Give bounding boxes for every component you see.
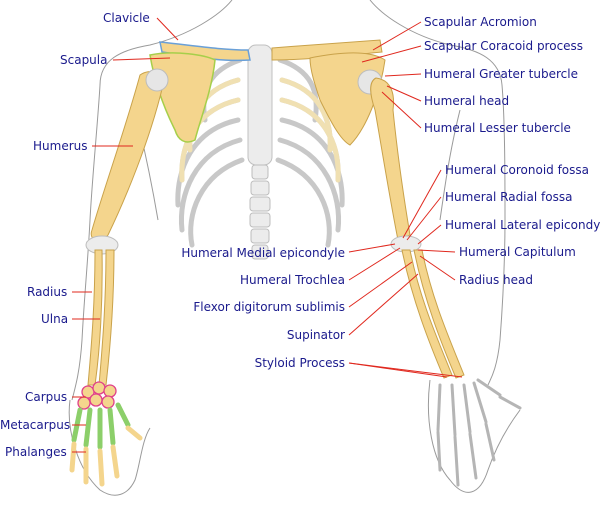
label-supinator: Supinator bbox=[287, 328, 345, 342]
right-arm bbox=[271, 39, 522, 487]
label-humeral-greater-tubercle: Humeral Greater tubercle bbox=[424, 67, 578, 81]
left-carpus bbox=[77, 381, 117, 410]
label-phalanges: Phalanges bbox=[5, 445, 67, 459]
label-metacarpus: Metacarpus bbox=[0, 418, 70, 432]
labels-right: Scapular Acromion Scapular Coracoid proc… bbox=[424, 15, 600, 287]
label-carpus: Carpus bbox=[25, 390, 67, 404]
left-humeral-head bbox=[145, 68, 169, 92]
label-humeral-radial-fossa: Humeral Radial fossa bbox=[445, 190, 572, 204]
sternum bbox=[247, 44, 273, 166]
left-humerus bbox=[90, 71, 164, 241]
label-scapula: Scapula bbox=[60, 53, 107, 67]
right-hand bbox=[436, 378, 522, 487]
left-phalanges bbox=[69, 425, 143, 487]
label-humeral-lesser-tubercle: Humeral Lesser tubercle bbox=[424, 121, 571, 135]
label-humeral-trochlea: Humeral Trochlea bbox=[240, 273, 345, 287]
left-ulna bbox=[98, 249, 115, 386]
right-clavicle bbox=[271, 39, 383, 61]
labels-left: Clavicle Scapula Humerus Radius Ulna Car… bbox=[0, 11, 150, 459]
label-humeral-head: Humeral head bbox=[424, 94, 509, 108]
label-flexor-digitorum-sublimis: Flexor digitorum sublimis bbox=[193, 300, 345, 314]
label-ulna: Ulna bbox=[41, 312, 68, 326]
left-radius bbox=[87, 249, 103, 386]
label-humeral-capitulum: Humeral Capitulum bbox=[459, 245, 576, 259]
label-radius: Radius bbox=[27, 285, 67, 299]
leader-lines bbox=[72, 17, 463, 453]
label-humeral-medial-epicondyle: Humeral Medial epicondyle bbox=[181, 246, 345, 260]
right-radius bbox=[401, 249, 453, 379]
label-humerus: Humerus bbox=[33, 139, 88, 153]
right-ulna bbox=[413, 249, 465, 379]
left-metacarpus bbox=[71, 402, 131, 450]
label-clavicle: Clavicle bbox=[103, 11, 150, 25]
labels-middle: Humeral Medial epicondyle Humeral Trochl… bbox=[181, 246, 345, 370]
right-humerus bbox=[370, 77, 411, 241]
label-humeral-coronoid-fossa: Humeral Coronoid fossa bbox=[445, 163, 589, 177]
label-radius-head: Radius head bbox=[459, 273, 533, 287]
label-scapular-acromion: Scapular Acromion bbox=[424, 15, 537, 29]
label-styloid-process: Styloid Process bbox=[255, 356, 345, 370]
label-humeral-lateral-epicondyle: Humeral Lateral epicondyle bbox=[445, 218, 600, 232]
label-scapular-coracoid-process: Scapular Coracoid process bbox=[424, 39, 583, 53]
spine bbox=[249, 164, 271, 260]
